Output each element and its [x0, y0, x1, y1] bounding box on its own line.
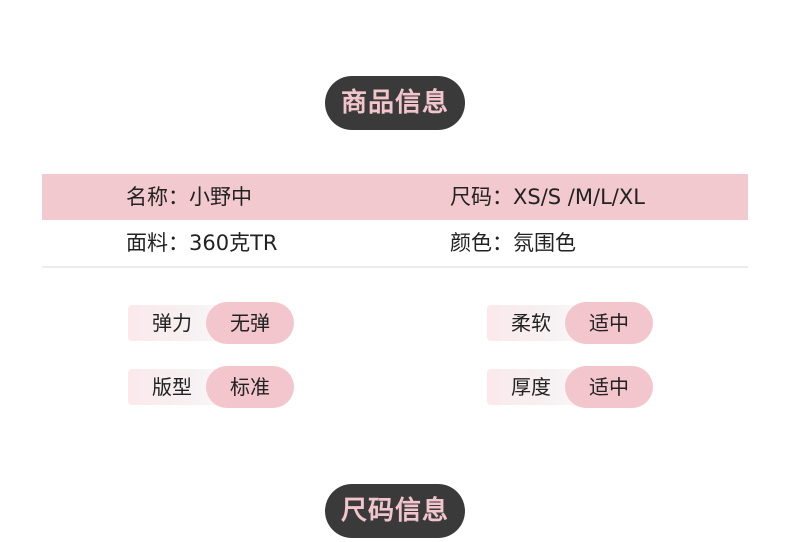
info-row-name-size: 名称：小野中 尺码：XS/S /M/L/XL — [42, 174, 748, 220]
product-name: 名称：小野中 — [126, 185, 252, 209]
attribute-softness: 柔软 适中 — [487, 302, 653, 344]
attribute-fit: 版型 标准 — [128, 366, 294, 408]
info-row-fabric-color: 面料：360克TR 颜色：氛围色 — [42, 220, 748, 268]
product-color: 颜色：氛围色 — [450, 231, 576, 255]
attribute-elastic-value: 无弹 — [206, 302, 294, 344]
product-fabric: 面料：360克TR — [126, 231, 278, 255]
attribute-fit-value: 标准 — [206, 366, 294, 408]
product-info-title: 商品信息 — [324, 76, 466, 130]
attribute-elastic: 弹力 无弹 — [128, 302, 294, 344]
attribute-thickness-value: 适中 — [565, 366, 653, 408]
attribute-thickness: 厚度 适中 — [487, 366, 653, 408]
product-sizes: 尺码：XS/S /M/L/XL — [450, 185, 645, 209]
size-info-title: 尺码信息 — [324, 484, 466, 538]
attribute-softness-value: 适中 — [565, 302, 653, 344]
